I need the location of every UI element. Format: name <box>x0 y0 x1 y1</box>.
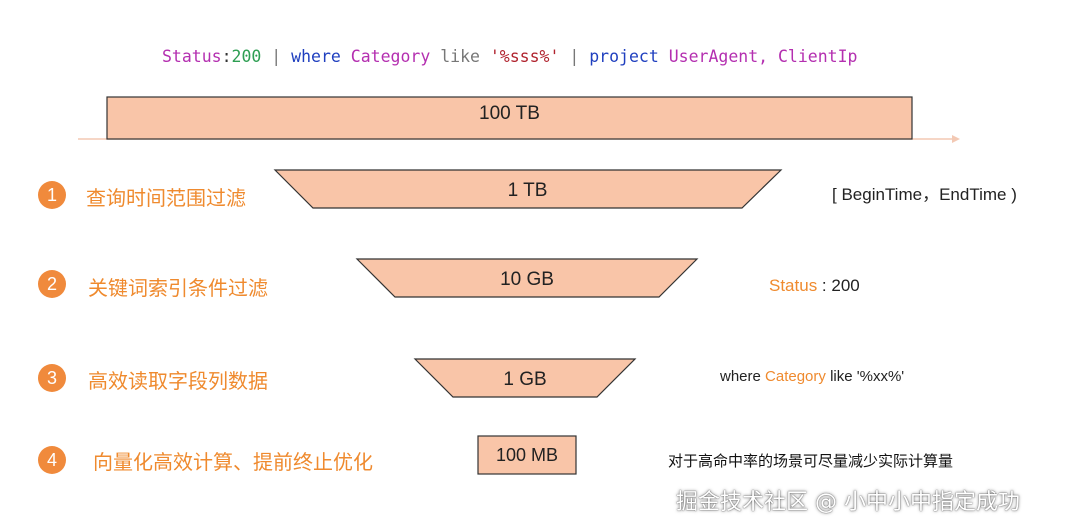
step-2-number: 2 <box>38 270 66 298</box>
step-2-label: 关键词索引条件过滤 <box>88 276 268 300</box>
level-label-100tb: 100 TB <box>479 103 540 124</box>
query-string-literal: '%sss%' <box>489 47 560 66</box>
level-box-100mb <box>477 435 577 475</box>
level-label-10gb: 10 GB <box>500 269 554 290</box>
level-label-100mb: 100 MB <box>495 445 559 465</box>
query-project-fields: UserAgent, ClientIp <box>668 47 858 66</box>
level-box-100tb <box>106 96 913 140</box>
level-label-1gb: 1 GB <box>503 369 547 390</box>
note-like-clause: like '%xx%' <box>825 368 905 385</box>
step-3-number: 3 <box>38 364 66 392</box>
step-1-number: 1 <box>38 181 66 209</box>
note-status-keyword: Status <box>769 276 818 295</box>
level-label-1tb: 1 TB <box>507 180 548 201</box>
query-pipe-1: | <box>261 47 292 66</box>
step-1-label: 查询时间范围过滤 <box>86 186 246 210</box>
note-time-range: [ BeginTime，EndTime ) <box>832 185 1017 204</box>
query-project-keyword: project <box>589 47 659 66</box>
step-4-label: 向量化高效计算、提前终止优化 <box>93 450 373 474</box>
level-trapezoid-10gb <box>355 258 699 298</box>
query-like-keyword: like <box>430 47 490 66</box>
note-category-field: Category <box>765 368 826 385</box>
query-text: Status:200 | where Category like '%sss%'… <box>162 47 857 66</box>
note-compute-reduction: 对于高命中率的场景可尽量减少实际计算量 <box>668 452 954 470</box>
note-where-keyword: where <box>720 368 766 385</box>
note-status-value: : 200 <box>817 276 860 295</box>
query-category-field: Category <box>350 47 431 66</box>
query-status-value: 200 <box>231 47 262 66</box>
step-4-number: 4 <box>38 446 66 474</box>
query-where-keyword: where <box>291 47 341 66</box>
query-status-field: Status <box>162 47 222 66</box>
note-status-filter: Status : 200 <box>769 276 860 296</box>
watermark: 掘金技术社区 @ 小中小中指定成功 <box>676 490 1020 515</box>
level-trapezoid-1gb <box>413 358 637 398</box>
note-where-clause: where Category like '%xx%' <box>720 368 904 385</box>
axis-arrowhead <box>952 135 960 143</box>
step-3-label: 高效读取字段列数据 <box>88 369 268 393</box>
query-colon: : <box>221 47 232 66</box>
query-pipe-2: | <box>559 47 590 66</box>
level-trapezoid-1tb <box>273 169 783 209</box>
